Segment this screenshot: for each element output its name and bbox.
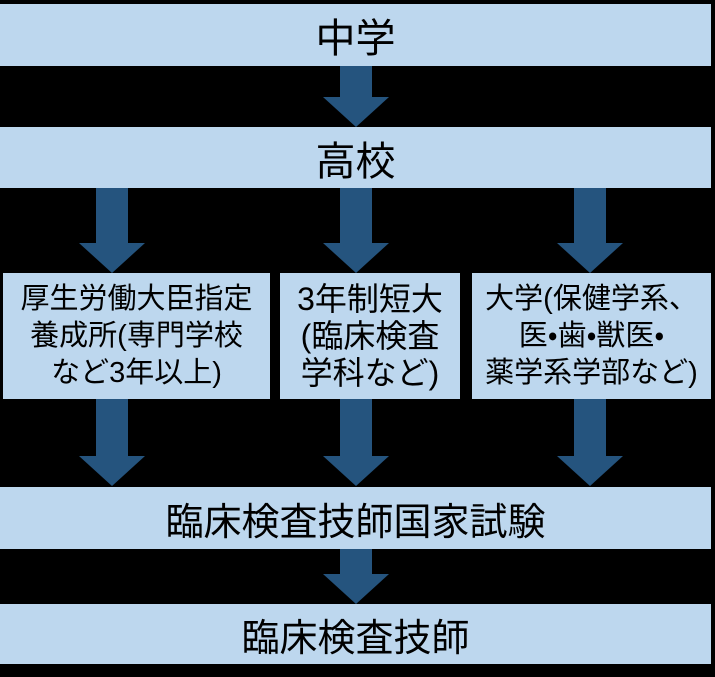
node-university: 大学(保健学系、 医・歯・獣医・ 薬学系学部など) (472, 273, 711, 399)
node-label: 中学 (315, 17, 396, 61)
node-label-line: 3年制短大 (297, 280, 443, 317)
down-arrow-icon (557, 399, 623, 486)
node-label-line: (臨床検査 (300, 317, 440, 354)
node-label: 臨床検査技師国家試験 (165, 501, 546, 544)
node-label-line: 医・歯・獣医・ (518, 319, 665, 352)
down-arrow-head (323, 97, 389, 127)
down-arrow-head (79, 243, 145, 273)
node-three-year-junior-college: 3年制短大 (臨床検査 学科など) (280, 273, 460, 399)
down-arrow-icon (323, 399, 389, 486)
down-arrow-stem (340, 66, 372, 97)
node-label-line: 厚生労働大臣指定 (20, 282, 253, 315)
down-arrow-icon (79, 188, 145, 273)
down-arrow-stem (340, 549, 372, 574)
down-arrow-stem (96, 399, 128, 456)
node-label-line: 養成所(専門学校 (30, 319, 243, 352)
node-designated-training-school: 厚生労働大臣指定 養成所(専門学校 など3年以上) (3, 273, 270, 399)
down-arrow-stem (574, 188, 606, 243)
down-arrow-icon (323, 188, 389, 273)
node-national-exam: 臨床検査技師国家試験 (0, 487, 711, 549)
down-arrow-head (323, 243, 389, 273)
node-label-line: 薬学系学部など) (485, 356, 698, 389)
down-arrow-icon (557, 188, 623, 273)
down-arrow-head (557, 456, 623, 486)
node-label-line: 大学(保健学系、 (485, 282, 698, 315)
down-arrow-stem (340, 188, 372, 243)
node-high-school: 高校 (0, 127, 711, 188)
down-arrow-icon (323, 549, 389, 604)
node-junior-high-school: 中学 (0, 4, 711, 66)
node-label-line: など3年以上) (51, 356, 222, 389)
down-arrow-stem (574, 399, 606, 456)
down-arrow-head (79, 456, 145, 486)
down-arrow-stem (96, 188, 128, 243)
down-arrow-head (323, 456, 389, 486)
node-label-line: 学科など) (300, 354, 440, 391)
node-clinical-laboratory-technologist: 臨床検査技師 (0, 604, 711, 664)
node-label: 臨床検査技師 (241, 617, 470, 660)
node-label: 高校 (315, 139, 396, 184)
down-arrow-stem (340, 399, 372, 456)
down-arrow-head (323, 574, 389, 604)
down-arrow-head (557, 243, 623, 273)
down-arrow-icon (79, 399, 145, 486)
down-arrow-icon (323, 66, 389, 127)
